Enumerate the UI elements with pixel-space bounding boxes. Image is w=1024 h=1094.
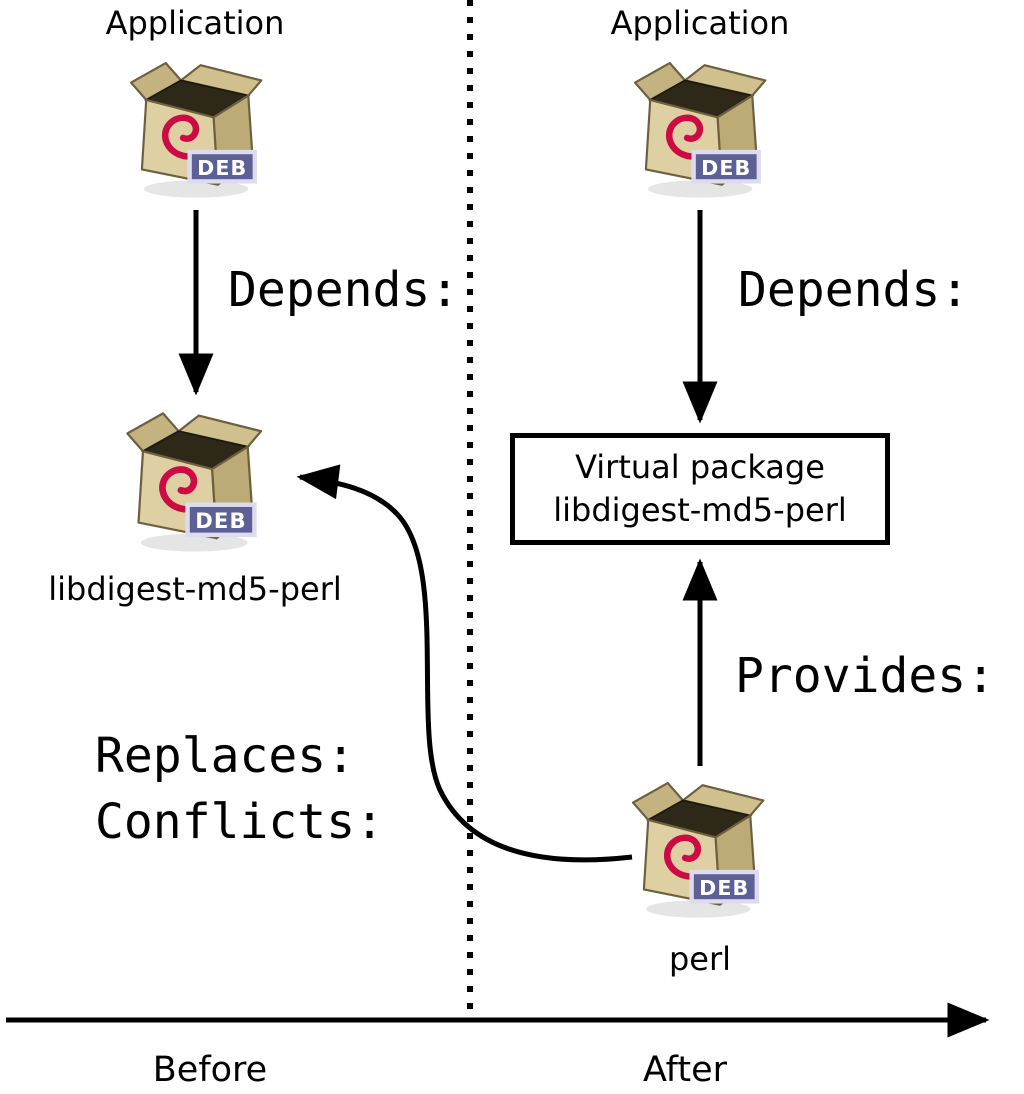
after-application-label: Application	[610, 4, 790, 42]
application-package-icon-after	[622, 50, 774, 202]
replaces-conflicts-arrow	[296, 464, 633, 863]
depends-label-after: Depends:	[738, 262, 970, 318]
application-package-icon-before	[118, 50, 270, 202]
replaces-label: Replaces:	[95, 728, 356, 784]
perl-package-icon	[620, 770, 772, 922]
libdigest-package-icon	[114, 400, 270, 556]
after-axis-label: After	[642, 1050, 728, 1090]
virtual-package-line2: libdigest-md5-perl	[553, 491, 847, 529]
virtual-package-line1: Virtual package	[575, 447, 825, 486]
conflicts-label: Conflicts:	[95, 794, 384, 850]
libdigest-package-label: libdigest-md5-perl	[48, 570, 342, 608]
depends-label-before: Depends:	[228, 262, 460, 318]
before-axis-label: Before	[152, 1050, 268, 1090]
virtual-package-box: Virtual package libdigest-md5-perl	[510, 433, 890, 545]
before-application-label: Application	[105, 4, 285, 42]
provides-label: Provides:	[735, 648, 996, 704]
perl-package-label: perl	[668, 940, 732, 978]
